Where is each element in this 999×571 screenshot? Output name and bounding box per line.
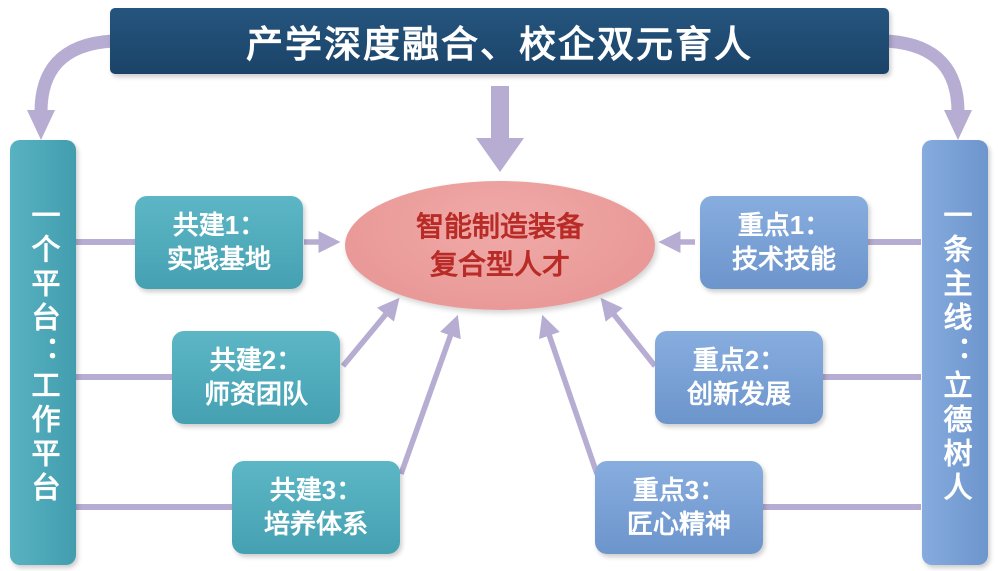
- left-box1-line1: 共建1：: [172, 210, 266, 241]
- right-box-innovation: 重点2： 创新发展: [655, 331, 823, 424]
- left-box-training-system: 共建3： 培养体系: [232, 461, 400, 554]
- center-ellipse-line2: 复合型人才: [429, 248, 570, 280]
- left-box1-line2: 实践基地: [166, 243, 271, 274]
- right-box1-line2: 技术技能: [731, 243, 836, 274]
- title-banner-text: 产学深度融合、校企双元育人: [246, 24, 753, 65]
- right-box3-line2: 匠心精神: [626, 508, 731, 539]
- left-platform-bar: 一个平台：工作平台: [10, 140, 76, 565]
- left-platform-bar-label: 一个平台：工作平台: [27, 199, 59, 506]
- arrow-right-box3-to-ellipse: [538, 314, 600, 475]
- arrow-banner-to-left-bar: [34, 34, 114, 113]
- right-box2-line2: 创新发展: [686, 378, 791, 409]
- arrow-banner-to-ellipse: [476, 86, 524, 172]
- left-box3-line1: 共建3：: [269, 475, 363, 506]
- center-talent-ellipse: 智能制造装备 复合型人才: [345, 181, 655, 310]
- right-box-craftsmanship: 重点3： 匠心精神: [595, 461, 763, 554]
- arrow-left-box3-to-ellipse: [398, 314, 461, 475]
- right-box-technical-skill: 重点1： 技术技能: [700, 196, 868, 289]
- right-box1-line1: 重点1：: [737, 210, 831, 241]
- left-box3-line2: 培养体系: [263, 508, 368, 539]
- left-box-practice-base: 共建1： 实践基地: [135, 196, 303, 289]
- arrow-banner-to-left-bar-head: [27, 110, 55, 140]
- right-mainline-bar-label: 一条主线：立德树人: [939, 199, 971, 506]
- right-mainline-bar: 一条主线：立德树人: [922, 140, 988, 565]
- left-box-teacher-team: 共建2： 师资团队: [172, 331, 340, 424]
- right-box3-line1: 重点3：: [632, 475, 726, 506]
- left-box2-line1: 共建2：: [209, 345, 303, 376]
- right-box2-line1: 重点2：: [692, 345, 786, 376]
- arrow-left-box2-to-ellipse: [340, 297, 400, 368]
- center-ellipse-line1: 智能制造装备: [415, 210, 584, 242]
- arrow-right-box2-to-ellipse: [600, 297, 658, 368]
- title-banner: 产学深度融合、校企双元育人: [110, 8, 889, 74]
- arrow-banner-to-right-bar: [885, 34, 965, 113]
- left-box2-line2: 师资团队: [203, 378, 308, 409]
- arrow-banner-to-right-bar-head: [944, 110, 972, 140]
